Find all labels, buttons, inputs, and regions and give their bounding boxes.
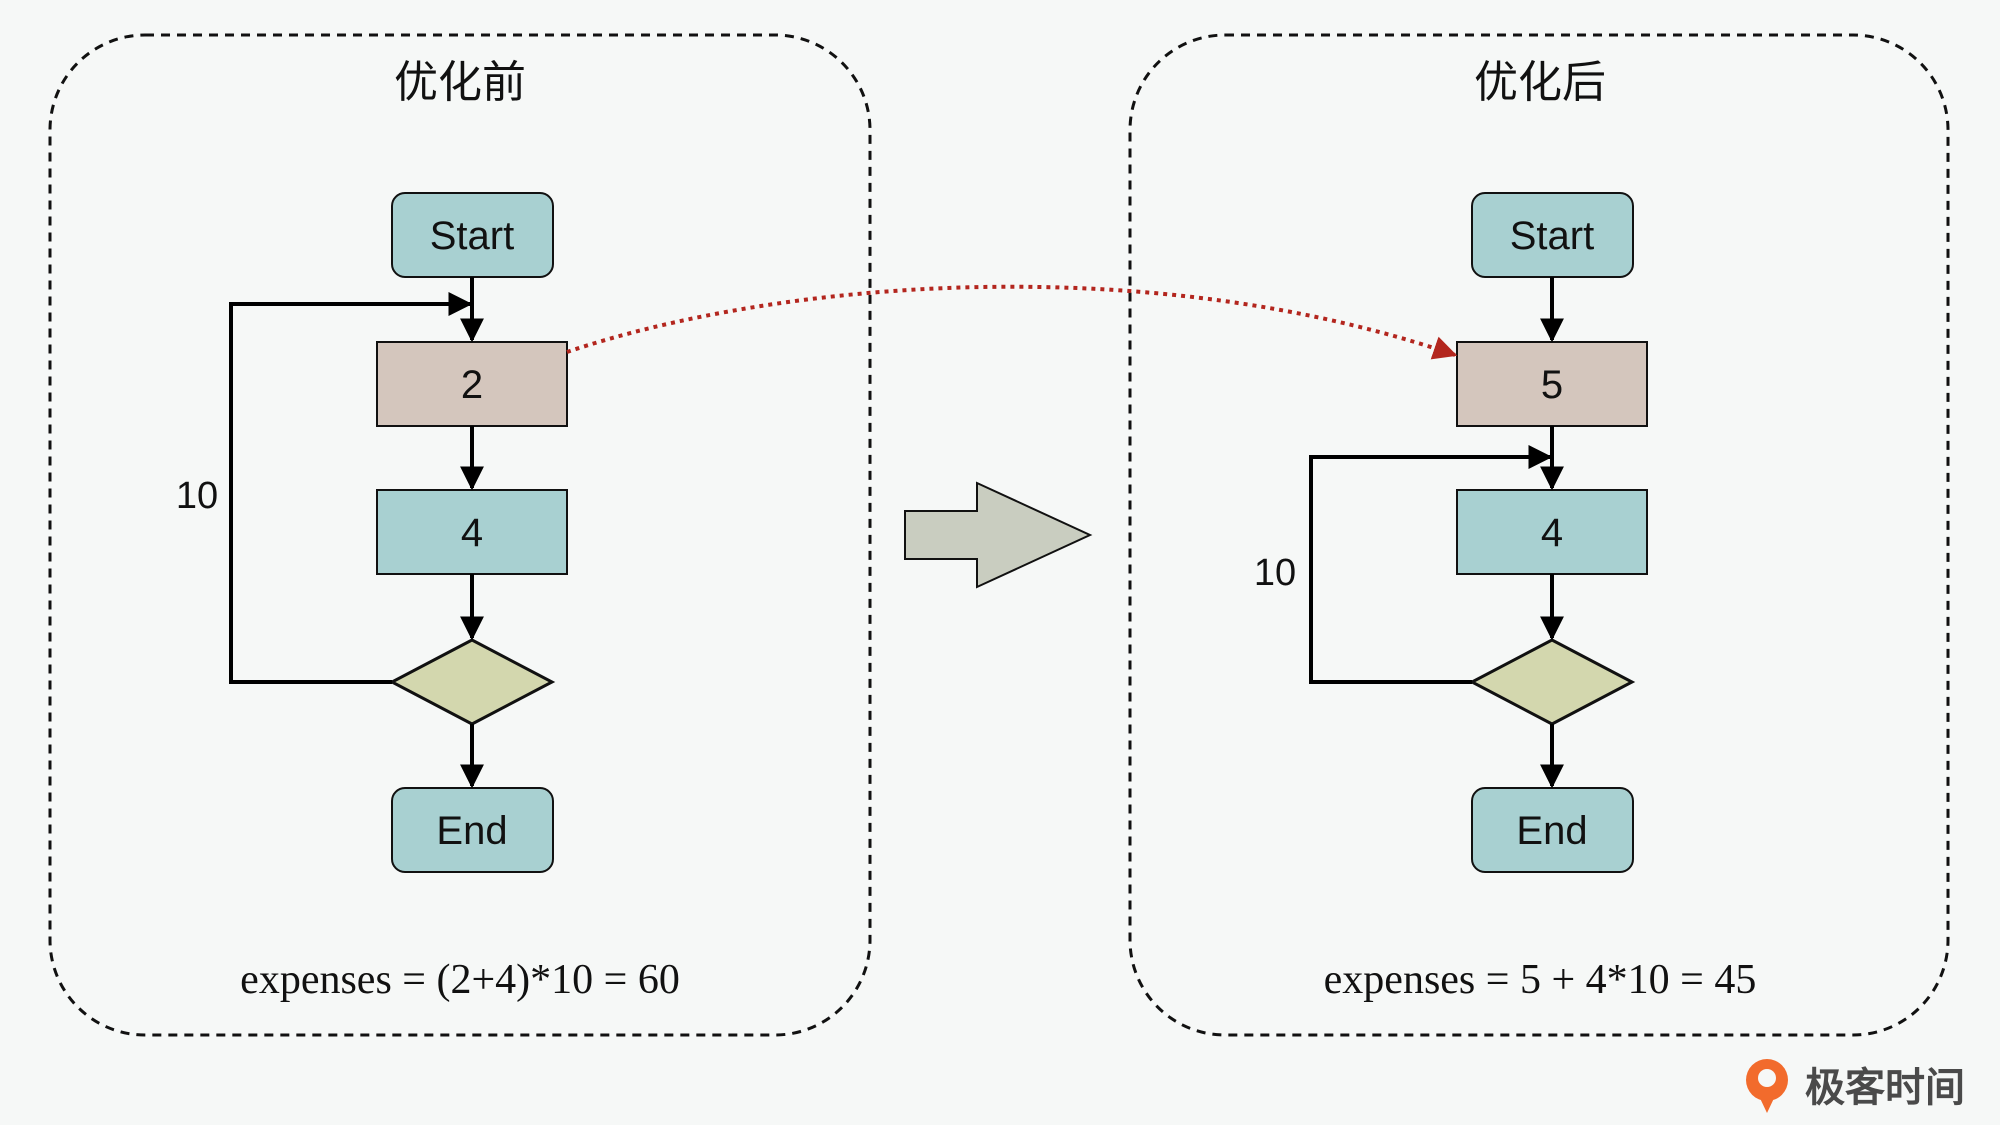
before-end-node: End — [391, 787, 554, 873]
before-end-label: End — [436, 809, 507, 853]
before-block-a: 2 — [376, 341, 568, 427]
before-block-b: 4 — [376, 489, 568, 575]
transform-arrow — [904, 481, 1093, 589]
panel-after-title: 优化后 — [1474, 57, 1606, 108]
geektime-logo-icon — [1746, 1059, 1788, 1113]
before-condition-diamond — [388, 638, 556, 726]
panel-before-border — [48, 33, 872, 1037]
before-block-a-label: 2 — [461, 363, 483, 407]
before-block-b-label: 4 — [461, 511, 483, 555]
after-block-b: 4 — [1456, 489, 1648, 575]
before-loop-count: 10 — [176, 475, 218, 517]
after-expenses-formula: expenses = 5 + 4*10 = 45 — [1324, 957, 1757, 1003]
after-start-label: Start — [1510, 214, 1594, 258]
before-loop-back-arrow — [229, 292, 473, 684]
before-expenses-formula: expenses = (2+4)*10 = 60 — [240, 957, 680, 1003]
after-loop-back-arrow — [1309, 445, 1553, 684]
after-end-node: End — [1471, 787, 1634, 873]
before-start-label: Start — [430, 214, 514, 258]
after-block-b-label: 4 — [1541, 511, 1563, 555]
brand-name: 极客时间 — [1805, 1065, 1965, 1111]
panel-after-border — [1128, 33, 1950, 1037]
after-end-label: End — [1516, 809, 1587, 853]
after-block-a-label: 5 — [1541, 363, 1563, 407]
after-block-a: 5 — [1456, 341, 1648, 427]
code-motion-arrow — [566, 284, 1458, 360]
after-condition-diamond — [1468, 638, 1636, 726]
before-start-node: Start — [391, 192, 554, 278]
after-loop-count: 10 — [1254, 552, 1296, 594]
panel-after: 优化后 Start 5 4 End 10 expenses = 5 + 4 — [1128, 33, 1950, 1037]
panel-before-title: 优化前 — [394, 57, 526, 108]
panel-before: 优化前 Start 2 4 End 10 expenses = (2+4) — [48, 33, 872, 1037]
brand-logo: 极客时间 — [1746, 1059, 1965, 1113]
after-start-node: Start — [1471, 192, 1634, 278]
